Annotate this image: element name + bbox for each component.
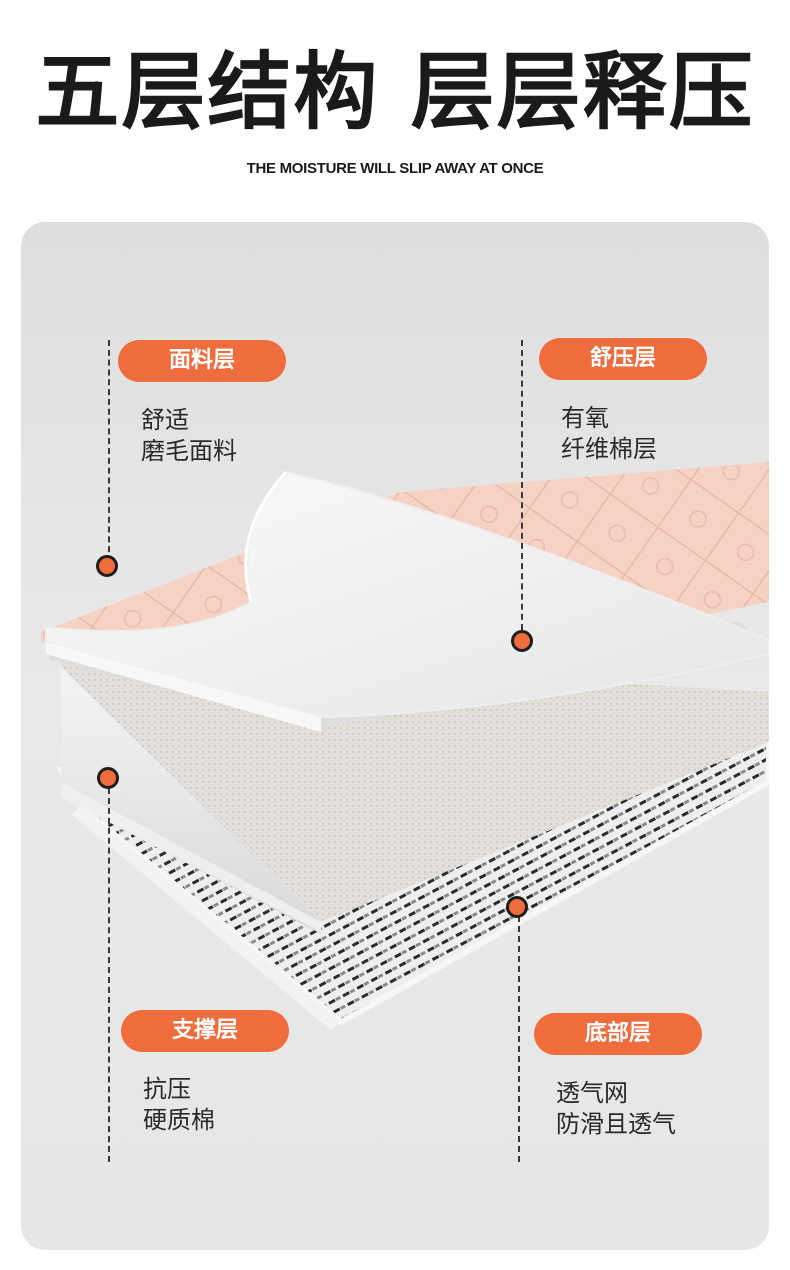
desc-support-line-1: 抗压 — [143, 1075, 191, 1103]
marker-dot-comfort — [511, 630, 533, 652]
desc-fabric-layer: 舒适 磨毛面料 — [141, 405, 237, 467]
guide-line-bottom — [518, 916, 520, 1162]
page-subtitle: THE MOISTURE WILL SLIP AWAY AT ONCE — [246, 160, 544, 177]
guide-line-support — [108, 788, 110, 1162]
desc-bottom-layer: 透气网 防滑且透气 — [556, 1078, 676, 1140]
desc-comfort-line-1: 有氧 — [561, 404, 609, 432]
desc-comfort-layer: 有氧 纤维棉层 — [561, 403, 657, 465]
desc-bottom-line-1: 透气网 — [556, 1079, 628, 1107]
mattress-layers-illustration — [41, 462, 769, 1030]
marker-dot-fabric — [96, 555, 118, 577]
marker-dot-support — [97, 767, 119, 789]
label-bottom-layer: 底部层 — [534, 1013, 702, 1055]
label-fabric-layer: 面料层 — [118, 340, 286, 382]
label-support-layer: 支撑层 — [121, 1010, 289, 1052]
guide-line-fabric — [108, 340, 110, 562]
white-comfort-sheet — [45, 470, 769, 719]
desc-comfort-line-2: 纤维棉层 — [561, 435, 657, 463]
desc-fabric-line-2: 磨毛面料 — [141, 437, 237, 465]
page-title: 五层结构 层层释压 — [35, 43, 755, 141]
desc-bottom-line-2: 防滑且透气 — [556, 1110, 676, 1138]
marker-dot-bottom — [506, 896, 528, 918]
guide-line-comfort — [521, 340, 523, 630]
desc-support-line-2: 硬质棉 — [143, 1106, 215, 1134]
product-panel: 面料层 舒适 磨毛面料 舒压层 有氧 纤维棉层 支撑层 抗压 硬质棉 底部层 透… — [21, 222, 769, 1250]
desc-fabric-line-1: 舒适 — [141, 406, 189, 434]
label-comfort-layer: 舒压层 — [539, 338, 707, 380]
desc-support-layer: 抗压 硬质棉 — [143, 1074, 215, 1136]
